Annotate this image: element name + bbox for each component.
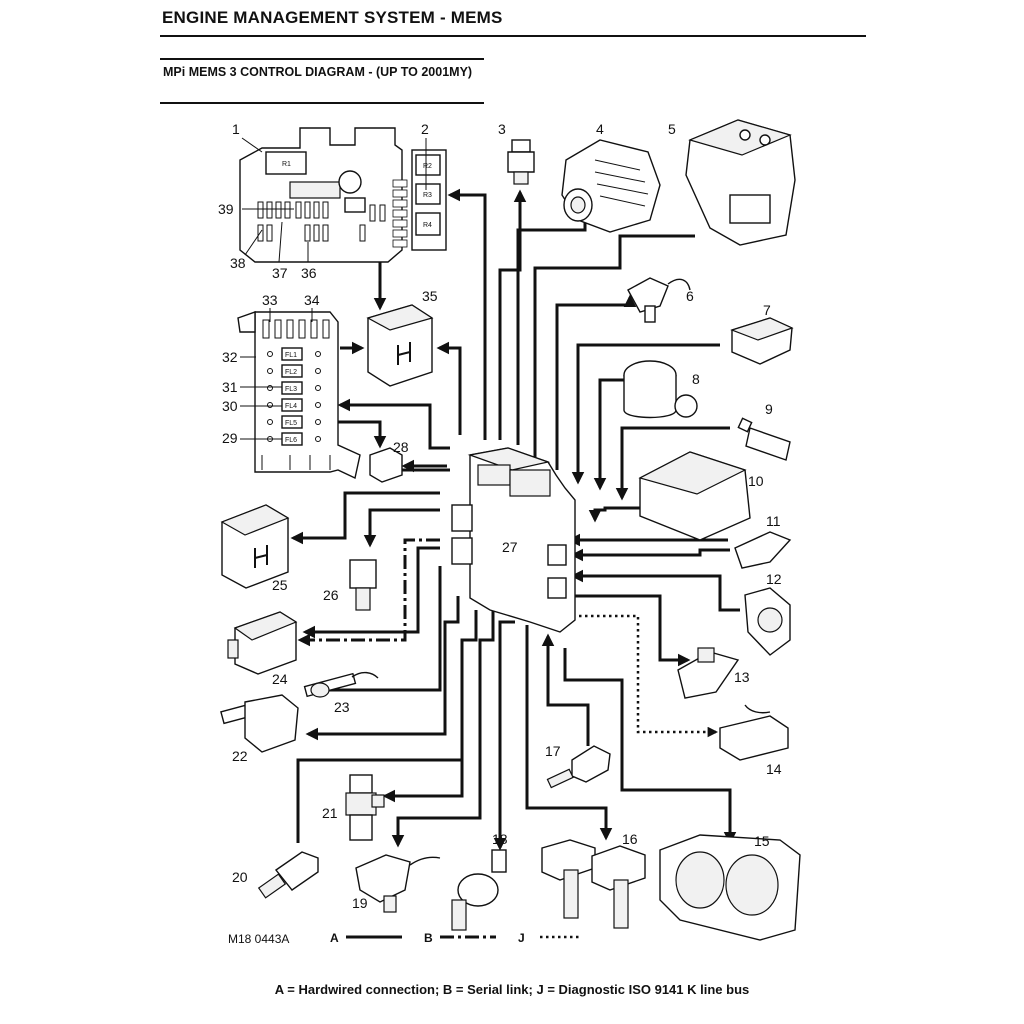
connection-lines (290, 188, 740, 851)
callout-31: 31 (222, 379, 238, 395)
legend-a-letter: A (330, 931, 339, 945)
callout-26: 26 (323, 587, 339, 603)
callout-16: 16 (622, 831, 638, 847)
callout-5: 5 (668, 121, 676, 137)
subtitle-rule-top (160, 58, 484, 60)
callout-34: 34 (304, 292, 320, 308)
callout-37: 37 (272, 265, 288, 281)
coil-canister-component (623, 360, 698, 419)
callout-10: 10 (748, 473, 764, 489)
callout-11: 11 (766, 513, 781, 529)
callout-21: 21 (322, 805, 338, 821)
callout-9: 9 (765, 401, 773, 417)
sensor-26-component (349, 559, 377, 611)
callout-17: 17 (545, 743, 561, 759)
callout-13: 13 (734, 669, 750, 685)
callout-25: 25 (272, 577, 288, 593)
legend-b-letter: B (424, 931, 433, 945)
cam-sensor-component (451, 849, 507, 931)
relay-module-component (366, 304, 434, 387)
figure-reference: M18 0443A (228, 932, 289, 946)
callout-20: 20 (232, 869, 248, 885)
fusible-link-fl5: FL5 (285, 420, 297, 427)
callout-28: 28 (393, 439, 409, 455)
relay-r3-label: R3 (423, 192, 432, 199)
fusible-link-fl1: FL1 (285, 352, 297, 359)
callout-38: 38 (230, 255, 246, 271)
fusible-link-fl6: FL6 (285, 437, 297, 444)
diagnostic-connector-component (719, 704, 789, 761)
page-title: ENGINE MANAGEMENT SYSTEM - MEMS (162, 8, 503, 27)
relay-28-component (369, 447, 403, 483)
alternator-component (561, 139, 661, 233)
oxygen-sensor-component (303, 671, 379, 698)
idle-valve-component (677, 647, 740, 699)
relay-r2-label: R2 (423, 163, 432, 170)
callout-18: 18 (492, 831, 508, 847)
callout-27: 27 (502, 539, 518, 555)
temperature-sensor-11-component (734, 531, 792, 569)
callout-14: 14 (766, 761, 782, 777)
crank-sensor-component (627, 277, 691, 323)
engine-fusebox-component (237, 311, 361, 480)
title-rule (160, 35, 866, 37)
callout-35: 35 (422, 288, 438, 304)
callout-36: 36 (301, 265, 317, 281)
callout-29: 29 (222, 430, 238, 446)
knock-sensor-component (355, 854, 441, 913)
injector-component (345, 774, 385, 841)
callout-33: 33 (262, 292, 278, 308)
callout-39: 39 (218, 201, 234, 217)
ecm-component (451, 447, 576, 633)
callout-23: 23 (334, 699, 350, 715)
callout-6: 6 (686, 288, 694, 304)
callout-30: 30 (222, 398, 238, 414)
callout-1: 1 (232, 121, 240, 137)
purge-valve-component (220, 694, 299, 753)
instrument-pack-component (659, 834, 801, 941)
callout-19: 19 (352, 895, 368, 911)
callout-15: 15 (754, 833, 770, 849)
relay-r1-label: R1 (282, 161, 291, 168)
callout-12: 12 (766, 571, 782, 587)
legend: M18 0443A A B J (228, 931, 582, 946)
fusible-link-fl4: FL4 (285, 403, 297, 410)
security-unit-component (638, 451, 751, 541)
callout-labels: 1 2 3 4 5 6 7 8 9 10 11 12 13 14 15 16 1… (218, 121, 782, 911)
ignition-coils-component (541, 839, 646, 929)
abs-modulator-component (685, 119, 796, 246)
callout-4: 4 (596, 121, 604, 137)
callout-3: 3 (498, 121, 506, 137)
diagram-subtitle: MPi MEMS 3 CONTROL DIAGRAM - (UP TO 2001… (163, 65, 473, 79)
temperature-sensor-9-component (737, 417, 791, 461)
callout-7: 7 (763, 302, 771, 318)
legend-j-letter: J (518, 931, 525, 945)
callout-22: 22 (232, 748, 248, 764)
legend-caption: A = Hardwired connection; B = Serial lin… (274, 982, 750, 997)
callout-32: 32 (222, 349, 238, 365)
fusible-link-fl2: FL2 (285, 369, 297, 376)
map-sensor-component (730, 317, 794, 365)
pressure-switch-component (507, 139, 535, 185)
relay-r4-label: R4 (423, 222, 432, 229)
immobiliser-module-component (227, 611, 298, 675)
subtitle-rule-bottom (160, 102, 484, 104)
fusible-link-fl3: FL3 (285, 386, 297, 393)
callout-8: 8 (692, 371, 700, 387)
sensor-17-component (546, 745, 611, 789)
relay-module-25-component (220, 504, 290, 589)
callout-24: 24 (272, 671, 288, 687)
fusebox-component (239, 127, 447, 263)
sensor-20-component (257, 851, 319, 899)
leader-lines (240, 137, 427, 440)
throttle-sensor-component (744, 587, 791, 656)
callout-2: 2 (421, 121, 429, 137)
